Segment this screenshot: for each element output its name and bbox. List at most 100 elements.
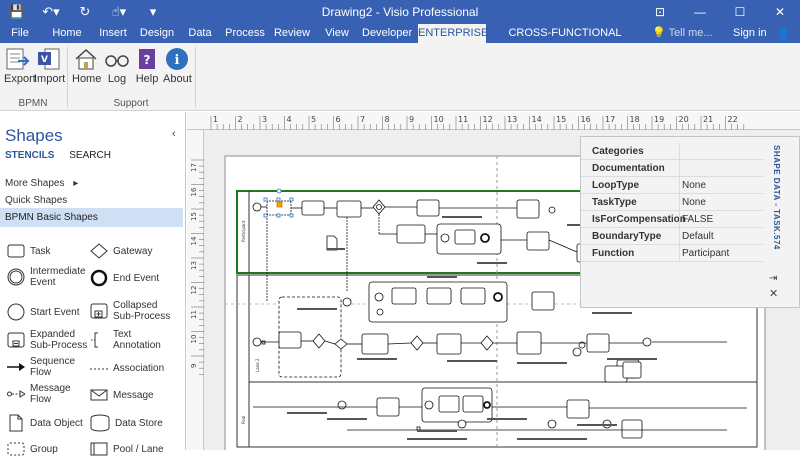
ruler-label: 21 <box>703 115 713 124</box>
tab-cross-functional-flowchart[interactable]: CROSS-FUNCTIONAL FLOWCHART <box>508 27 622 58</box>
lane2-flow[interactable] <box>252 281 727 383</box>
collapsed-subprocess-icon <box>90 303 108 319</box>
ruler-label: 18 <box>630 115 640 124</box>
shape-data-row[interactable]: Categories <box>581 143 763 160</box>
collapse-pane-icon[interactable]: ‹ <box>172 128 176 140</box>
stencil-sequence-flow[interactable]: Sequence Flow <box>7 356 75 378</box>
tab-search[interactable]: SEARCH <box>69 150 111 161</box>
tab-insert[interactable]: Insert <box>99 27 127 39</box>
info-icon: i <box>166 48 188 70</box>
selection-handles[interactable] <box>263 188 294 218</box>
stencil-pool-lane[interactable]: Pool / Lane <box>90 442 164 456</box>
stencil-message[interactable]: Message <box>90 388 154 402</box>
column-divider <box>679 143 680 160</box>
shape-data-row[interactable]: Documentation <box>581 160 763 177</box>
stencil-text-annotation[interactable]: Text Annotation <box>90 329 161 351</box>
tab-review[interactable]: Review <box>273 27 311 39</box>
save-icon[interactable]: 💾 <box>8 4 26 19</box>
shape-data-key: BoundaryType <box>592 231 662 242</box>
ruler-label: 17 <box>190 163 198 172</box>
stencil-group[interactable]: Group <box>7 442 58 456</box>
stencil-intermediate-event[interactable]: Intermediate Event <box>7 266 86 288</box>
redo-icon[interactable]: ↻ <box>79 4 91 19</box>
stencil-association[interactable]: Association <box>90 363 164 374</box>
stencil-end-event[interactable]: End Event <box>90 269 159 287</box>
help-button[interactable]: ? Help <box>134 47 160 85</box>
start-event-icon <box>7 303 25 321</box>
stencil-label: End Event <box>113 272 160 284</box>
tab-process[interactable]: Process <box>225 27 265 39</box>
task-shape-icon <box>7 244 25 258</box>
ruler-label: 17 <box>605 115 615 124</box>
bpmn-basic-shapes-stencil[interactable]: BPMN Basic Shapes <box>0 208 183 227</box>
log-label: Log <box>107 73 127 85</box>
shape-data-value[interactable]: Participant <box>682 248 730 259</box>
stencil-message-flow[interactable]: Message Flow <box>7 383 71 405</box>
stencil-data-object[interactable]: Data Object <box>7 414 83 432</box>
tab-view[interactable]: View <box>325 27 349 39</box>
column-divider <box>679 211 680 228</box>
sign-in-link[interactable]: Sign in <box>733 27 767 39</box>
stencil-label: Group <box>30 443 58 455</box>
import-button[interactable]: V Import <box>34 47 65 85</box>
tab-developer[interactable]: Developer <box>362 27 413 39</box>
stencil-gateway[interactable]: Gateway <box>90 243 152 259</box>
shape-data-value[interactable]: FALSE <box>682 214 714 225</box>
ribbon-display-icon[interactable]: ⊡ <box>654 5 666 19</box>
home-button[interactable]: Home <box>72 47 101 85</box>
stencil-label: Message <box>113 389 154 401</box>
shape-data-value[interactable]: Default <box>682 231 714 242</box>
share-icon[interactable]: 👤 <box>776 27 791 41</box>
log-button[interactable]: Log <box>104 47 130 85</box>
close-panel-icon[interactable]: ✕ <box>769 288 779 300</box>
group-divider <box>195 47 196 107</box>
tab-data[interactable]: Data <box>188 27 212 39</box>
ruler-label: 13 <box>190 261 198 270</box>
close-icon[interactable]: ✕ <box>774 5 786 19</box>
export-button[interactable]: Export <box>4 47 36 85</box>
column-divider <box>679 245 680 262</box>
shape-data-row[interactable]: BoundaryType Default <box>581 228 763 245</box>
lane-label-lane2: Lane 2 <box>255 358 260 372</box>
stencil-data-store[interactable]: Data Store <box>90 414 163 432</box>
shape-data-value[interactable]: None <box>682 180 706 191</box>
tell-me-box[interactable]: 💡 Tell me... <box>652 27 713 39</box>
ribbon: Export V Import BPMN Home Log ? Help <box>0 43 800 111</box>
ruler-label: 19 <box>654 115 664 124</box>
quick-shapes-link[interactable]: Quick Shapes <box>5 195 68 206</box>
about-button[interactable]: i About <box>163 47 192 85</box>
stencil-collapsed-subprocess[interactable]: Collapsed Sub-Process <box>90 300 170 322</box>
tab-stencils[interactable]: STENCILS <box>5 150 55 161</box>
pin-icon[interactable]: ⇥ <box>769 273 778 284</box>
window-controls: ⊡ — ☐ ✕ <box>640 0 800 24</box>
minimize-icon[interactable]: — <box>694 5 706 19</box>
shape-data-value[interactable]: None <box>682 197 706 208</box>
more-shapes-label: More Shapes <box>5 178 65 189</box>
tab-design[interactable]: Design <box>139 27 175 39</box>
stencil-label: Association <box>113 363 165 374</box>
sequence-flow-icon <box>7 363 25 371</box>
more-shapes-link[interactable]: More Shapes ▸ <box>5 178 78 189</box>
ruler-label: 10 <box>190 335 198 344</box>
stencil-task[interactable]: Task <box>7 244 51 258</box>
ruler-label: 12 <box>483 115 493 124</box>
tab-enterprise[interactable]: ENTERPRISE <box>418 24 488 43</box>
customize-qat-icon[interactable]: ▾ <box>149 4 157 19</box>
pool-flow[interactable] <box>253 387 747 439</box>
tab-file[interactable]: File <box>11 27 29 39</box>
pointer-icon[interactable]: ☝▾ <box>111 4 127 19</box>
tab-home[interactable]: Home <box>52 27 82 39</box>
stencil-expanded-subprocess[interactable]: Expanded Sub-Process <box>7 329 87 351</box>
undo-icon[interactable]: ↶▾ <box>42 4 60 19</box>
column-divider <box>679 194 680 211</box>
maximize-icon[interactable]: ☐ <box>734 5 746 19</box>
stencil-start-event[interactable]: Start Event <box>7 303 79 321</box>
